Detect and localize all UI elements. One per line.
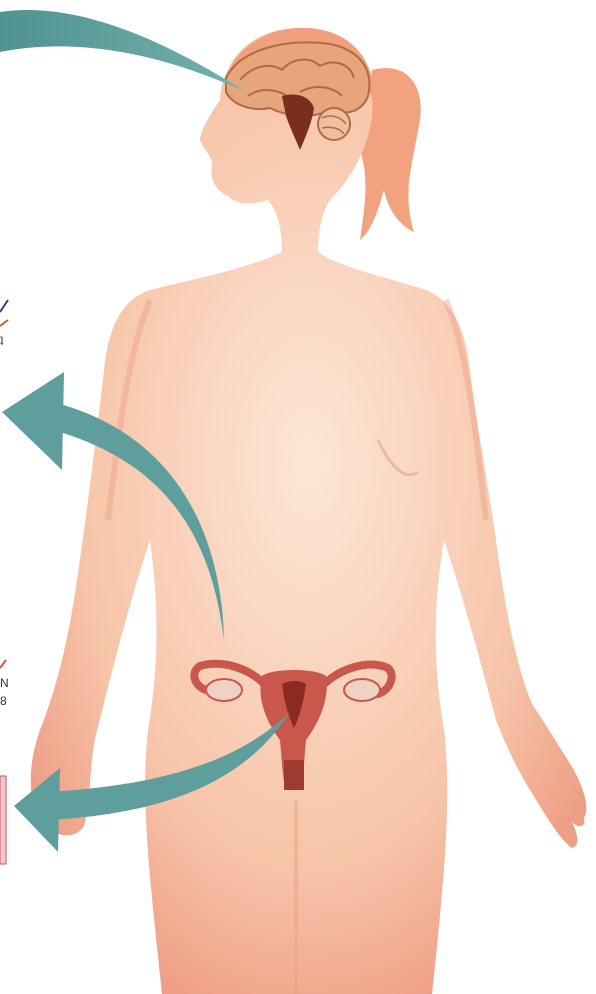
left-ovary — [206, 679, 242, 701]
left-edge-mark-3: 8 — [0, 694, 7, 708]
left-edge-stroke-3 — [0, 660, 6, 668]
left-edge-mark-2: N — [0, 676, 9, 690]
left-edge-stroke-2 — [0, 320, 8, 326]
arrow-middle-head — [2, 372, 64, 470]
arrow-brain — [0, 10, 246, 92]
left-edge-box — [0, 776, 6, 864]
right-ovary — [344, 679, 380, 701]
vagina — [284, 760, 304, 790]
left-edge-mark-1: ʇ — [0, 334, 3, 348]
body-silhouette — [31, 28, 587, 994]
left-edge-stroke-1 — [0, 300, 8, 312]
